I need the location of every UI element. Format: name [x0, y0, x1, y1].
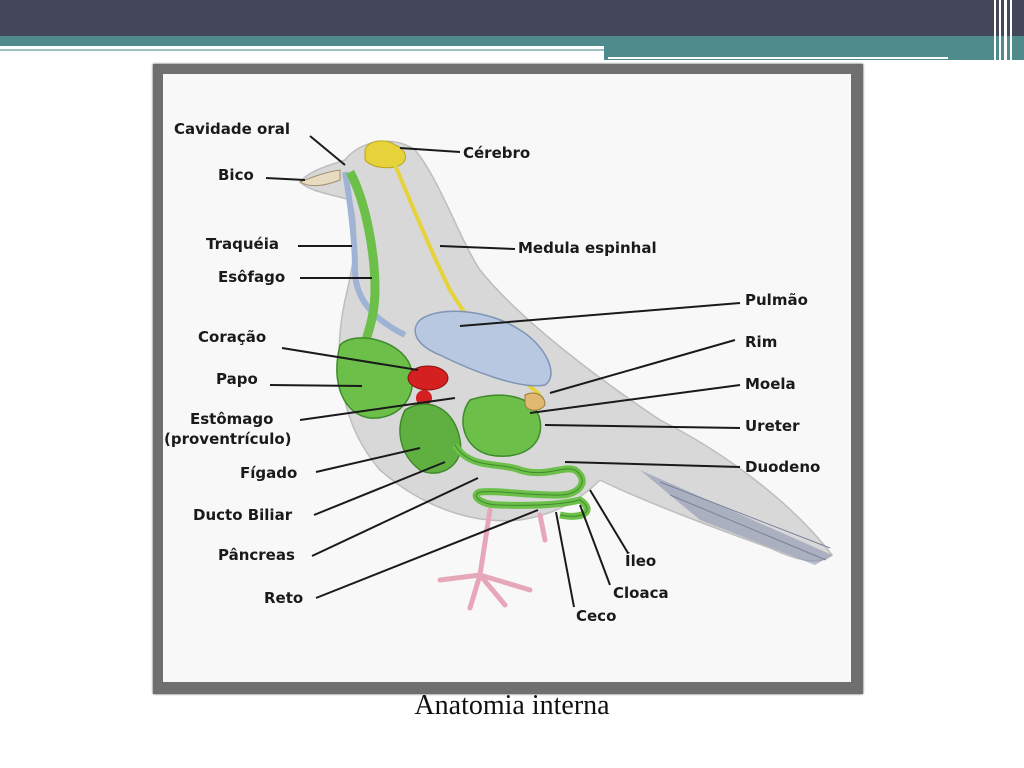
kidney	[524, 392, 546, 411]
label-medula: Medula espinhal	[518, 239, 657, 257]
crop	[336, 337, 414, 419]
label-cavidade-oral: Cavidade oral	[174, 120, 290, 138]
accent-line	[0, 49, 604, 51]
accent-line-right	[608, 57, 948, 59]
label-cloaca: Cloaca	[613, 584, 669, 602]
accent-band-right	[604, 46, 1024, 60]
label-coracao: Coração	[198, 328, 266, 346]
label-rim: Rim	[745, 333, 777, 351]
label-ureter: Ureter	[745, 417, 800, 435]
liver	[399, 403, 462, 474]
label-esofago: Esôfago	[218, 268, 285, 286]
heart	[407, 365, 449, 391]
accent-band	[0, 36, 1024, 46]
trachea	[342, 171, 407, 338]
lung	[414, 310, 552, 387]
diagram-caption: Anatomia interna	[414, 690, 610, 721]
gizzard	[462, 394, 542, 457]
label-moela: Moela	[745, 375, 796, 393]
label-ceco: Ceco	[576, 607, 616, 625]
label-cerebro: Cérebro	[463, 144, 530, 162]
label-figado: Fígado	[240, 464, 297, 482]
leader-lines-left	[265, 135, 539, 599]
leg	[437, 507, 533, 611]
brain	[364, 140, 406, 169]
leg-back	[537, 512, 548, 543]
label-proventriculo: (proventrículo)	[164, 430, 292, 448]
label-papo: Papo	[216, 370, 258, 388]
label-ileo: Íleo	[625, 551, 656, 570]
header-band	[0, 0, 1024, 36]
label-reto: Reto	[264, 589, 303, 607]
leader-lines-right	[399, 147, 741, 608]
tail-feathers	[640, 470, 832, 565]
label-pancreas: Pâncreas	[218, 546, 295, 564]
label-estomago: Estômago	[190, 410, 273, 428]
label-ducto-biliar: Ducto Biliar	[193, 506, 293, 524]
beak	[298, 169, 341, 187]
corner-stripes	[990, 0, 1024, 70]
label-traqueia: Traquéia	[206, 235, 279, 253]
label-pulmao: Pulmão	[745, 291, 808, 309]
label-duodeno: Duodeno	[745, 458, 820, 476]
label-bico: Bico	[218, 166, 254, 184]
